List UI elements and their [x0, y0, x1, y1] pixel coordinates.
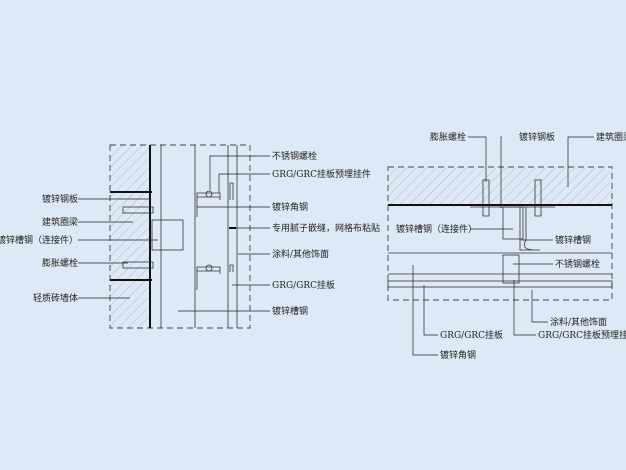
angle-steel-top [196, 192, 221, 217]
label-putty-joint: 专用腻子嵌缝，网格布粘贴 [272, 222, 380, 234]
angle-steel-bottom [196, 266, 221, 290]
label-channel-connector: 镀锌槽钢（连接件） [0, 234, 78, 246]
grg-panel [387, 280, 613, 288]
bolt-icon [205, 190, 213, 198]
label-ring-beam: 建筑圈梁 [596, 131, 626, 143]
bolt-icon [205, 264, 213, 272]
label-channel-steel: 镀锌槽钢 [555, 234, 591, 246]
label-finish: 涂料/其他饰面 [550, 316, 607, 328]
slab-hatch [388, 167, 612, 205]
label-embedded-hanger: GRG/GRC挂板预埋挂件 [272, 168, 371, 180]
label-grg-panel: GRG/GRC挂板 [440, 329, 503, 341]
expansion-bolt-top [122, 206, 154, 214]
label-angle-steel: 镀锌角钢 [272, 201, 308, 213]
label-finish: 涂料/其他饰面 [272, 248, 329, 260]
left-dashed-border [109, 144, 251, 329]
label-stainless-bolt: 不锈钢螺栓 [272, 150, 317, 162]
label-grg-panel: GRG/GRC挂板 [272, 279, 335, 291]
channel-steel [151, 219, 184, 251]
label-expansion-bolt: 膨胀螺栓 [42, 257, 78, 269]
label-angle-steel: 镀锌角钢 [440, 349, 476, 361]
embedded-hanger [502, 254, 520, 284]
channel-connector [502, 206, 524, 240]
left-section: 镀锌钢板 建筑圈梁 镀锌槽钢（连接件） 膨胀螺栓 轻质砖墙体 不锈钢螺栓 GRG… [0, 144, 380, 329]
label-galvanized-plate: 镀锌钢板 [42, 193, 78, 205]
label-ring-beam: 建筑圈梁 [42, 216, 78, 228]
expansion-bolt [534, 179, 542, 217]
expansion-bolt-bottom [122, 261, 154, 269]
label-stainless-bolt: 不锈钢螺栓 [555, 258, 600, 270]
label-expansion-bolt: 膨胀螺栓 [430, 131, 466, 143]
label-channel-connector: 镀锌槽钢（连接件） [396, 223, 477, 235]
label-channel-steel: 镀锌槽钢 [272, 305, 308, 317]
label-embedded-hanger: GRG/GRC挂板预埋挂件 [538, 329, 626, 341]
right-dashed-border [387, 166, 613, 301]
right-section: 膨胀螺栓 镀锌钢板 建筑圈梁 镀锌槽钢（连接件） 镀锌槽钢 不锈钢螺栓 涂料/其… [387, 131, 626, 361]
label-galvanized-plate: 镀锌钢板 [519, 131, 555, 143]
wall-hatch [110, 145, 150, 328]
label-brick-wall: 轻质砖墙体 [33, 292, 78, 304]
